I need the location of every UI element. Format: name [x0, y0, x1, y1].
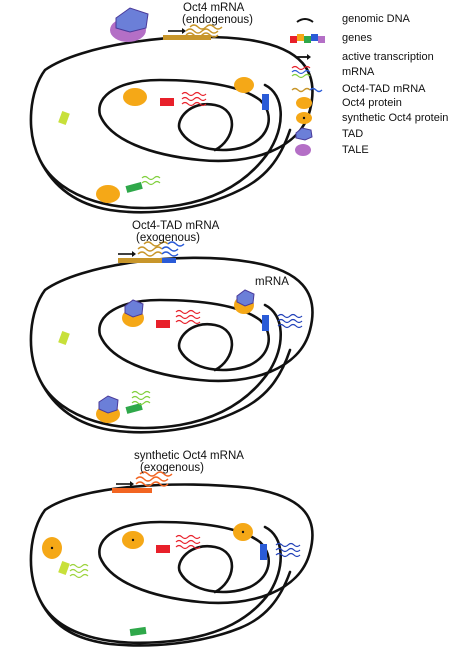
panel-1-gene-lime [58, 110, 70, 126]
panel-2-gene-blue [262, 315, 269, 331]
panel-3 [29, 471, 314, 647]
oct4-protein-icon [296, 97, 312, 109]
panel-1-gene-red [160, 98, 174, 106]
panel-2-mrna-blue [277, 313, 303, 329]
legend-label-oct4-protein: Oct4 protein [342, 97, 402, 109]
tale-ellipse-icon [295, 144, 311, 156]
panel-1-oct4-protein-b [234, 77, 254, 93]
panel-2-tad-a [124, 299, 144, 318]
panel-3-title-line2: (exogenous) [140, 462, 204, 474]
panel-2-tad-c [98, 395, 119, 414]
panel-2-transcription-arrow-head [132, 251, 136, 257]
arrow-icon [296, 54, 311, 60]
legend-label-synthetic-oct4-protein: synthetic Oct4 protein [342, 112, 449, 124]
panel-1-oct4-protein-a [123, 88, 147, 106]
panel-2-genomic-dna [29, 256, 314, 434]
panel-3-synthetic-dot-a [131, 538, 135, 542]
panel-2-tad-gene [162, 258, 176, 263]
panel-2-gene-red [156, 320, 170, 328]
legend-label-tad: TAD [342, 128, 364, 140]
panel-3-mrna-lime [69, 563, 89, 579]
panel-2 [29, 241, 314, 434]
panel-3-synthetic-dot-b [241, 530, 245, 534]
panel-1 [29, 7, 314, 214]
panel-2-gene-lime [58, 330, 70, 346]
panel-2-mrna-red [175, 309, 201, 325]
panel-3-gene-red [156, 545, 170, 553]
panel-2-mrna-green [131, 390, 151, 406]
panel-3-synthetic-gene [112, 488, 152, 493]
panel-3-gene-blue [260, 544, 267, 560]
panel-3-transcription-arrow-head [130, 481, 134, 487]
panel-3-mrna-blue [275, 542, 301, 558]
panel-2-oct4-tad-mrna [137, 241, 185, 257]
legend-label-oct4-tad-mrna: Oct4-TAD mRNA [342, 83, 426, 95]
panel-3-mrna-red [175, 534, 201, 550]
legend-symbols [290, 18, 325, 156]
panel-2-gene-green [125, 403, 143, 414]
legend-label-tale: TALE [342, 144, 369, 156]
dna-strand-icon [296, 18, 314, 23]
panel-1-transcription-arrow-head [182, 28, 186, 34]
panel-2-oct4-gene [118, 258, 162, 263]
panel-1-oct4-mrna [185, 24, 223, 38]
legend-label-genes: genes [342, 32, 372, 44]
panel-1-oct4-protein-c [96, 185, 120, 203]
panel-1-tad [115, 7, 149, 33]
panel-3-genomic-dna [29, 483, 314, 647]
panel-3-synthetic-mrna [135, 471, 173, 487]
panel-1-mrna-green [141, 175, 161, 186]
panel-1-gene-blue [262, 94, 269, 110]
tad-hexagon-icon [295, 127, 313, 141]
panel-2-title-line1: Oct4-TAD mRNA [132, 220, 220, 232]
panel-3-title-line1: synthetic Oct4 mRNA [134, 450, 244, 462]
panel-1-title-line1: Oct4 mRNA [183, 2, 245, 14]
legend-label-mrna: mRNA [342, 66, 375, 78]
panel-1-oct4-gene [163, 35, 211, 40]
gene-blocks-icon [290, 34, 325, 43]
panel-2-mrna-label: mRNA [255, 276, 289, 288]
panel-3-synthetic-dot-c [50, 546, 54, 550]
mrna-wave-icon [291, 65, 311, 79]
panel-2-tad-b [236, 289, 255, 307]
panel-3-gene-green [129, 626, 147, 637]
oct4-tad-mrna-icon [291, 87, 323, 93]
panel-2-title-line2: (exogenous) [136, 232, 200, 244]
panel-1-mrna-red [181, 91, 207, 107]
legend-label-genomic-dna: genomic DNA [342, 13, 410, 25]
synthetic-oct4-protein-icon [296, 112, 312, 124]
panel-1-gene-green [125, 182, 143, 193]
legend-label-active-transcription: active transcription [342, 51, 434, 63]
panel-3-gene-lime [58, 560, 70, 576]
panel-1-title-line2: (endogenous) [182, 14, 253, 26]
panel-1-genomic-dna [29, 35, 314, 214]
